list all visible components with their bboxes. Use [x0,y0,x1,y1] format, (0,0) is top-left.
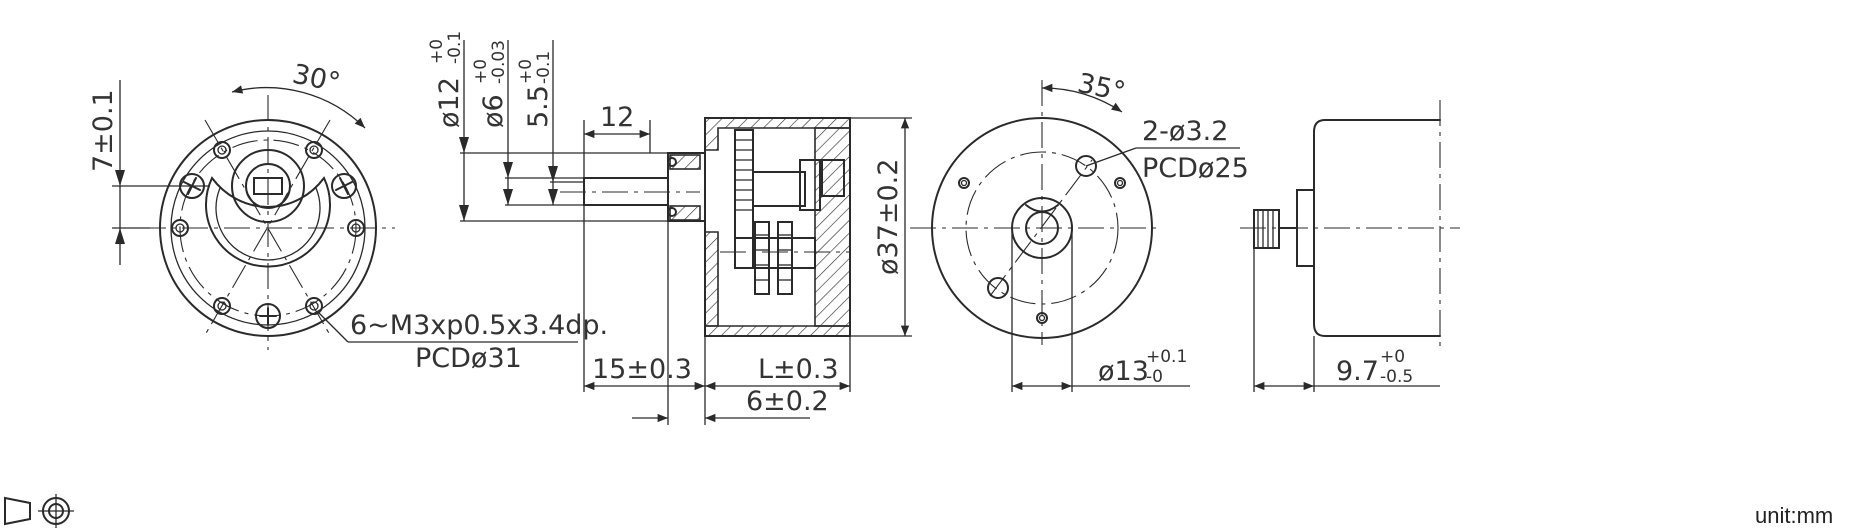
front-boss-outer [231,149,305,223]
svg-text:-0.03: -0.03 [489,40,509,84]
rear-small-hole-2-inner [1116,179,1124,187]
rear-diag-line [989,159,1093,297]
svg-text:+0: +0 [427,39,447,64]
front-shaft-d [253,177,283,195]
svg-text:ø13: ø13 [1098,356,1149,387]
rear-hole-2 [987,277,1009,299]
side-view: ø12 +0 -0.1 ø6 +0 -0.03 5.5 +0 -0.1 12 ø… [427,31,912,425]
rear-small-hole-1-inner [960,179,968,187]
side-dia-shaft-dim: ø6 +0 -0.03 [471,40,509,128]
rear-view: 35° 2-ø3.2 PCDø25 ø13 +0.1 -0 [910,68,1249,392]
front-screw-note: 6~M3xp0.5x3.4dp. [350,310,608,341]
side-length-dim: L±0.3 [758,354,839,385]
side-motor-plate [814,127,851,327]
side-motor-plate-opening [821,159,845,197]
front-angle-label: 30° [290,59,343,99]
svg-text:5.5: 5.5 [523,85,554,128]
front-crescent-inner [215,187,321,261]
side-bushing-bottom [669,205,701,221]
svg-text:+0.1: +0.1 [1146,347,1187,367]
front-dim7-arrow-2 [115,228,125,244]
side-body-dia-dim: ø37±0.2 [873,159,904,275]
side-bushing-ball-top [667,157,677,167]
motor-view: 9.7 +0 -0.5 [1240,100,1460,392]
rear-angle-label: 35° [1075,68,1128,108]
svg-text:ø6: ø6 [478,94,509,128]
third-angle-projection-icon [4,494,74,528]
front-dim7-arrow-1 [115,170,125,186]
rear-boss-dia-dim: ø13 +0.1 -0 [1098,347,1187,387]
rear-boss-notch [1025,204,1059,213]
rear-hole-leader-1 [1085,147,1137,167]
rear-small-hole-1 [958,177,970,189]
rear-small-hole-3 [1036,312,1048,324]
side-dia-shaft-base-dim: ø12 +0 -0.1 [427,31,465,128]
motor-pinion [1253,209,1280,249]
svg-text:+0: +0 [471,59,491,84]
side-gear-teeth [735,139,753,211]
front-angle-arc [231,85,366,129]
side-pinion [799,159,821,211]
side-stack-gear-1 [754,221,770,295]
unit-label: unit:mm [1755,503,1833,528]
svg-text:-0.5: -0.5 [1380,367,1413,387]
front-screw-pcd: PCDø31 [415,343,522,374]
motor-pinion-teeth [1257,210,1274,248]
svg-text:-0: -0 [1146,367,1163,387]
rear-holes-pcd: PCDø25 [1142,153,1249,184]
side-stack-gear-teeth [755,234,792,281]
rear-pcd-circle [965,151,1119,305]
svg-text:+0: +0 [516,59,536,84]
front-height-dim: 7±0.1 [88,89,119,172]
svg-text:9.7: 9.7 [1336,356,1379,387]
side-bushing-ball-bottom [667,207,677,217]
side-output-gear [734,129,754,269]
side-flat-dim: 5.5 +0 -0.1 [516,51,554,128]
side-shaft-ext-dim: 15±0.3 [592,354,692,385]
front-screw-leader-1 [317,311,349,343]
side-stack-gear-3 [734,237,816,269]
svg-text:-0.1: -0.1 [445,31,465,64]
side-shaft-len-dim: 12 [600,102,634,133]
rear-small-hole-2 [1114,177,1126,189]
motor-len-dim: 9.7 +0 -0.5 [1336,347,1413,387]
rear-small-hole-3-inner [1038,314,1046,322]
front-crescent [205,176,331,268]
rear-hole-1 [1075,155,1097,177]
side-housing-wall-left [704,231,719,327]
side-mid-shaft [752,171,806,207]
side-stack-gear-2 [777,221,793,295]
front-view: 30° 7±0.1 6~M3xp0.5x3.4dp. PCDø31 [88,59,608,374]
front-boss-inner [245,163,291,209]
side-bushing-top [669,154,701,170]
front-screw-holes [171,141,365,315]
side-housing-wall-bottom [704,325,851,337]
svg-text:ø12: ø12 [434,77,465,128]
rear-angle-arc [1041,83,1123,113]
side-boss-dim: 6±0.2 [746,386,829,417]
svg-text:-0.1: -0.1 [534,51,554,84]
svg-text:+0: +0 [1380,347,1405,367]
rear-holes-note: 2-ø3.2 [1142,116,1228,147]
